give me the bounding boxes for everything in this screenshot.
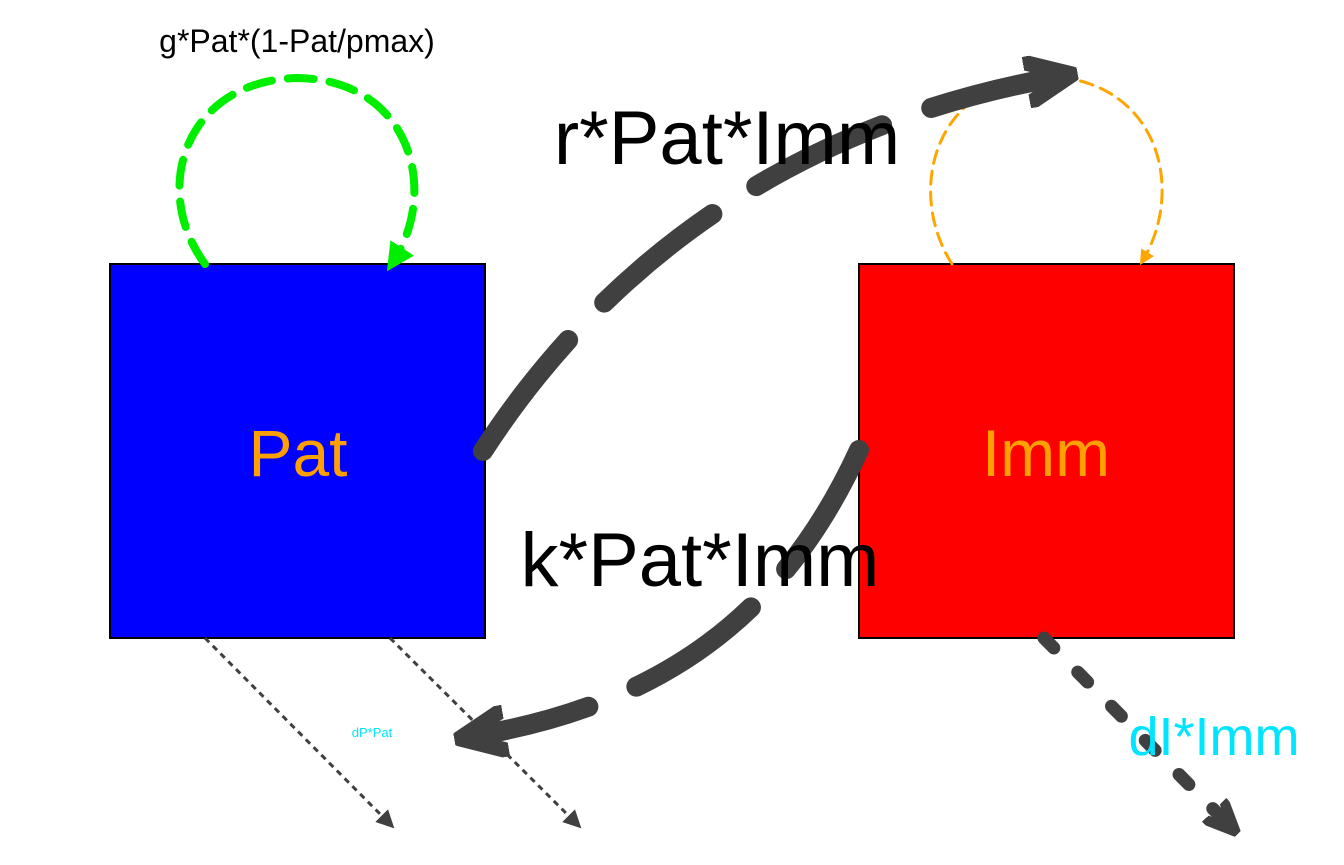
imm-decay-rate-label: dI*Imm	[1128, 707, 1299, 767]
activation-rate-label: r*Pat*Imm	[554, 96, 900, 181]
imm-node[interactable]	[858, 263, 1235, 639]
killing-arrow[interactable]	[480, 440, 869, 735]
killing-rate-label: k*Pat*Imm	[521, 518, 880, 603]
pat-node-label: Pat	[248, 416, 347, 490]
growth-self-loop-arrow[interactable]	[175, 73, 419, 272]
imm-decay-arrow[interactable]	[1037, 631, 1226, 822]
pat-decay-rate-label: dP*Pat	[352, 725, 393, 740]
activation-arrow[interactable]	[473, 78, 1052, 461]
pat-node[interactable]	[109, 263, 486, 639]
imm-node-label: Imm	[982, 416, 1110, 490]
growth-rate-label: g*Pat*(1-Pat/pmax)	[159, 23, 435, 59]
